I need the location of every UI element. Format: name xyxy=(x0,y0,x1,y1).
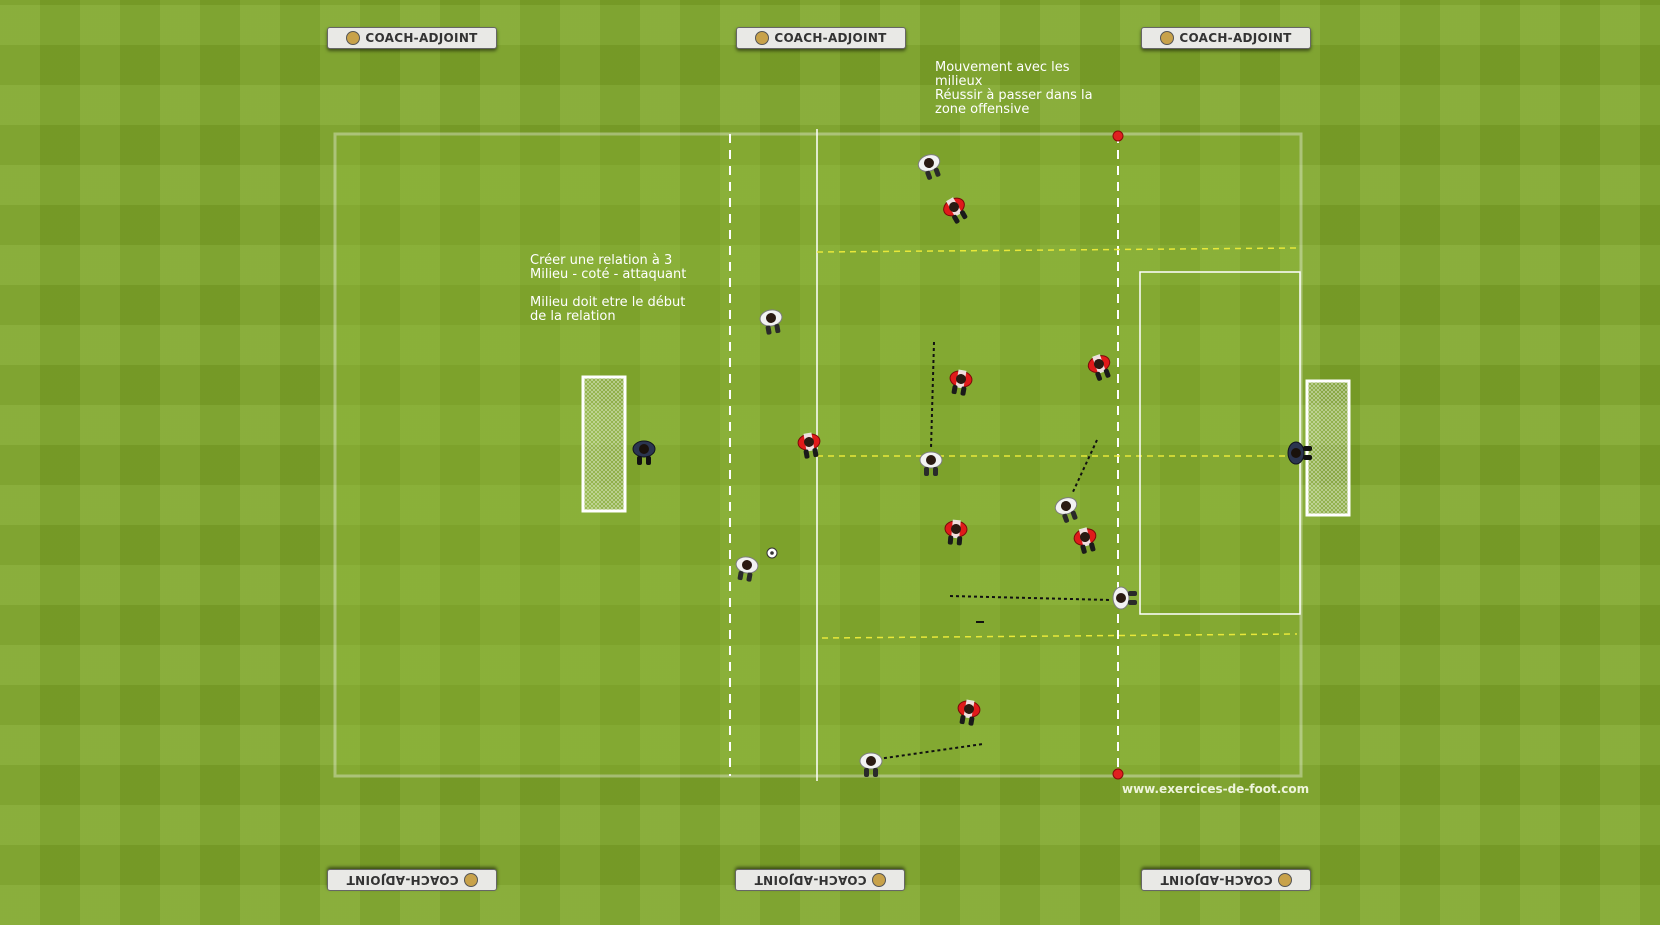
sponsor-banner-top-center: COACH-ADJOINT xyxy=(736,27,906,49)
banner-label: COACH-ADJOINT xyxy=(365,31,478,45)
cone-marker-top xyxy=(1112,130,1124,142)
note-relation-line-4: de la relation xyxy=(530,309,616,324)
site-credit: www.exercices-de-foot.com xyxy=(1122,782,1310,796)
ball-logo-icon xyxy=(755,31,770,45)
zone-line-bottom xyxy=(821,633,1298,639)
note-movement-line-1: Mouvement avec les xyxy=(935,60,1070,75)
sponsor-banner-top-left: COACH-ADJOINT xyxy=(327,27,497,49)
banner-label: COACH-ADJOINT xyxy=(774,31,887,45)
goal-right xyxy=(1305,379,1351,517)
note-movement-line-4: zone offensive xyxy=(935,102,1030,117)
banner-label: COACH-ADJOINT xyxy=(1179,31,1292,45)
note-relation: Créer une relation à 3 Milieu - coté - a… xyxy=(530,254,686,324)
note-relation-line-3: Milieu doit etre le début xyxy=(530,295,686,310)
note-movement-line-2: milieux xyxy=(935,74,983,89)
note-relation-line-1: Créer une relation à 3 xyxy=(530,253,673,268)
ball xyxy=(766,547,778,559)
goal-left xyxy=(581,375,627,513)
sponsor-banner-top-right: COACH-ADJOINT xyxy=(1141,27,1311,49)
note-movement-line-3: Réussir à passer dans la xyxy=(935,88,1093,103)
zone-line-top xyxy=(816,247,1298,253)
note-movement: Mouvement avec les milieux Réussir à pas… xyxy=(935,61,1093,117)
note-relation-line-2: Milieu - coté - attaquant xyxy=(530,267,687,282)
ball-logo-icon xyxy=(1160,31,1175,45)
movement-line-3 xyxy=(949,595,1112,601)
cone-marker-bottom xyxy=(1112,768,1124,780)
movement-line-2 xyxy=(1071,439,1098,495)
ball-logo-icon xyxy=(346,31,361,45)
